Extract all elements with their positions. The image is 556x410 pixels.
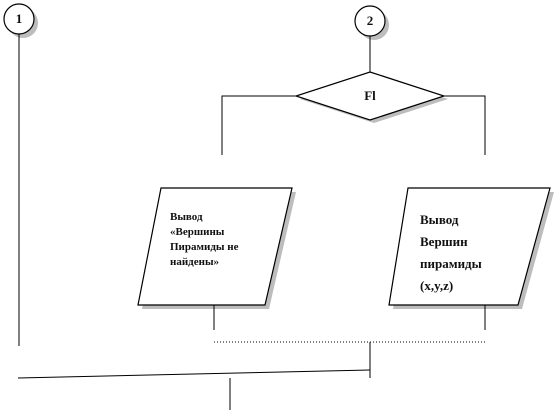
output-right-line-3: пирамиды <box>420 256 482 271</box>
flow-line-decision-left <box>221 95 296 155</box>
output-left-line-3: Пирамиды не <box>170 241 239 253</box>
output-right-line-1: Вывод <box>420 212 459 227</box>
flow-line-decision-right <box>444 95 486 155</box>
output-left-line-1: Вывод <box>170 211 203 223</box>
output-right-parallelogram <box>388 187 551 306</box>
output-left-line-4: найдены» <box>170 256 220 268</box>
output-left-line-2: «Вершины <box>170 226 225 238</box>
decision-label: Fl <box>364 88 376 103</box>
output-right-text: Вывод Вершин пирамиды (x,y,z) <box>420 209 482 297</box>
decision-diamond <box>294 71 446 121</box>
connector-1-label: 1 <box>15 11 23 26</box>
connector-2-label: 2 <box>366 13 374 28</box>
output-left-text: Вывод «Вершины Пирамиды не найдены» <box>170 210 238 270</box>
flow-line-join-bottom <box>17 369 371 379</box>
output-left-parallelogram <box>137 187 293 306</box>
output-right-line-4: (x,y,z) <box>420 278 454 293</box>
output-right-line-2: Вершин <box>420 234 468 249</box>
